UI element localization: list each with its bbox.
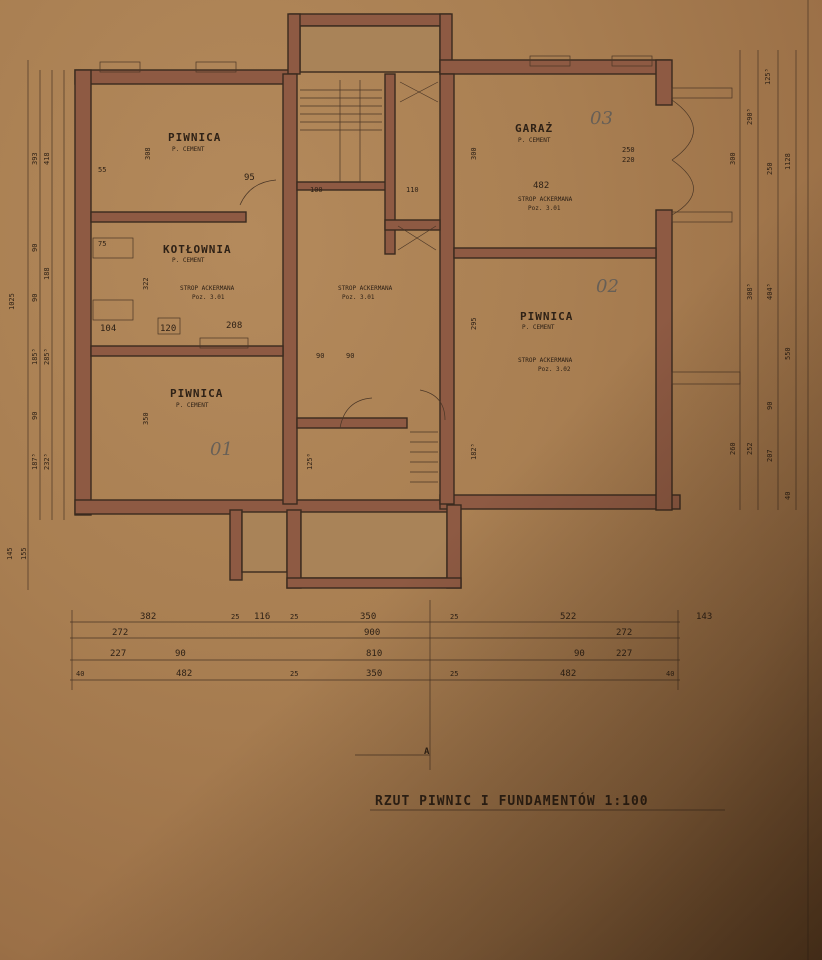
note-104: 104 [100,324,116,334]
dim-left-12: 155 [20,547,28,560]
dim-right-11: 207 [766,449,774,462]
note-1825: 182⁵ [470,443,478,460]
room-floor-piwnica-nw: P. CEMENT [172,146,205,153]
dim-r1-2: 116 [254,612,270,622]
room-ceiling-garaz: STROP ACKERMANA [518,196,573,203]
note-110: 110 [406,186,419,194]
room-floor-garaz: P. CEMENT [518,137,551,144]
room-name-garaz: GARAŻ [515,121,553,135]
dim-r1-7: 143 [696,612,712,622]
dim-left-7: 285⁵ [43,348,51,365]
dim-right-1: 290⁵ [746,108,754,125]
dims-top-row3: 227 90 810 90 227 [110,649,632,659]
dim-left-10: 232⁵ [43,453,51,470]
dim-left-3: 90 [31,244,39,252]
dim-right-7: 550 [784,347,792,360]
drawing-title: RZUT PIWNIC I FUNDAMENTÓW 1:100 [375,793,649,809]
dim-r4-4: 25 [450,670,458,678]
dim-r4-2: 25 [290,670,298,678]
dims-top-row2: 272 900 272 [112,628,632,638]
dim-r4-1: 482 [176,669,192,679]
note-90b: 90 [346,352,354,360]
note-55: 55 [98,166,106,174]
dim-r2-1: 900 [364,628,380,638]
dim-right-12: 40 [784,492,792,500]
note-482: 482 [533,181,549,191]
dim-right-4: 1128 [784,153,792,170]
dim-r4-3: 350 [366,669,382,679]
room-ceiling-pos-garaz: Poz. 3.01 [528,205,561,212]
dim-left-5: 90 [31,294,39,302]
dim-right-9: 252 [746,442,754,455]
room-ceiling-pos-kotlownia: Poz. 3.01 [192,294,225,301]
pencil-note-01: 01 [210,439,233,460]
note-308: 308 [144,147,152,160]
note-350v: 350 [142,412,150,425]
dim-r1-4: 350 [360,612,376,622]
dim-left-1: 393 [31,152,39,165]
dim-r1-5: 25 [450,613,458,621]
room-ceiling-kotlownia: STROP ACKERMANA [180,285,235,292]
dim-right-3: 250 [766,162,774,175]
room-ceiling-piwnica-e: STROP ACKERMANA [518,357,573,364]
room-floor-piwnica-sw: P. CEMENT [176,402,209,409]
note-322: 322 [142,277,150,290]
dim-r1-0: 382 [140,612,156,622]
section-marker: A [424,747,430,757]
note-250: 250 [622,146,635,154]
note-95: 95 [244,173,255,183]
dim-r1-1: 25 [231,613,239,621]
note-90a: 90 [316,352,324,360]
dim-left-9: 187⁵ [31,453,39,470]
room-name-piwnica-sw: PIWNICA [170,387,223,400]
dim-left-11: 145 [6,547,14,560]
note-295: 295 [470,317,478,330]
note-220: 220 [622,156,635,164]
room-floor-piwnica-e: P. CEMENT [522,324,555,331]
room-name-kotlownia: KOTŁOWNIA [163,243,232,256]
dim-r3-1: 90 [175,649,186,659]
dim-r1-3: 25 [290,613,298,621]
note-120: 120 [160,324,176,334]
dim-right-8: 260 [729,442,737,455]
dims-top-row4: 40 482 25 350 25 482 40 [76,669,674,679]
room-floor-kotlownia: P. CEMENT [172,257,205,264]
dim-left-6: 185⁵ [31,348,39,365]
dim-r4-5: 482 [560,669,576,679]
dim-left-2: 418 [43,152,51,165]
note-208: 208 [226,321,242,331]
dims-right: 125⁵ 290⁵ 300 250 1128 308⁵ 404⁵ 550 260… [729,68,792,500]
dim-r4-0: 40 [76,670,84,678]
dim-right-6: 404⁵ [766,283,774,300]
dims-top-row1: 382 25 116 25 350 25 522 143 [140,612,712,622]
dim-left-0: 1025 [8,293,16,310]
dim-r1-6: 522 [560,612,576,622]
dim-right-5: 308⁵ [746,283,754,300]
room-ceiling-pos-piwnica-e: Poz. 3.02 [538,366,571,373]
dim-r3-0: 227 [110,649,126,659]
dim-right-10: 90 [766,402,774,410]
note-1250: 125⁰ [306,453,314,470]
dim-r4-6: 40 [666,670,674,678]
dim-r2-2: 272 [616,628,632,638]
dims-left: 1025 393 418 90 188 90 185⁵ 285⁵ 90 187⁵… [6,152,51,560]
note-300: 300 [470,147,478,160]
dim-right-2: 300 [729,152,737,165]
dim-r2-0: 272 [112,628,128,638]
dim-r3-4: 227 [616,649,632,659]
pencil-note-02: 02 [596,276,619,297]
room-ceiling-pos-central: Poz. 3.01 [342,294,375,301]
room-name-piwnica-nw: PIWNICA [168,131,221,144]
pencil-note-03: 03 [590,108,613,129]
note-75: 75 [98,240,106,248]
room-ceiling-central: STROP ACKERMANA [338,285,393,292]
dim-r3-2: 810 [366,649,382,659]
dim-left-4: 188 [43,267,51,280]
dim-right-0: 125⁵ [764,68,772,85]
dim-left-8: 90 [31,412,39,420]
room-name-piwnica-e: PIWNICA [520,310,573,323]
note-100: 100 [310,186,323,194]
dim-r3-3: 90 [574,649,585,659]
